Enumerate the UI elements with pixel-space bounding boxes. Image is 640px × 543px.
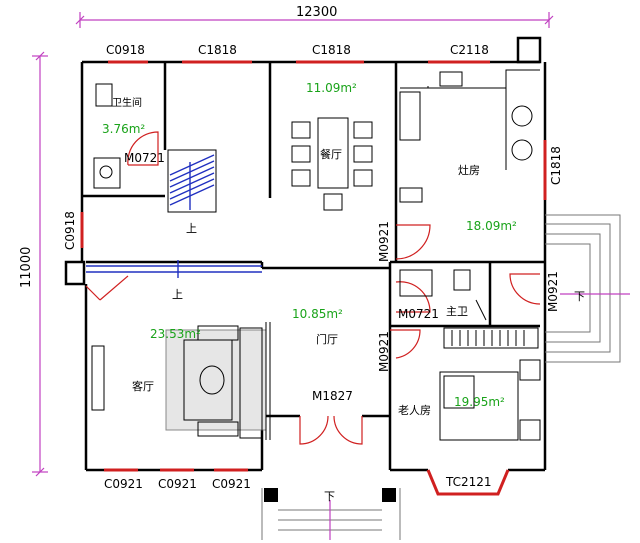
door-label-m0921-right: M0921 xyxy=(546,271,560,312)
room-name-living: 客厅 xyxy=(132,379,154,393)
stair-up-label-1: 上 xyxy=(186,222,197,235)
door-label-m0721-bath: M0721 xyxy=(124,151,165,165)
down-label-right: 下 xyxy=(574,290,585,303)
window-label-c1818-right: C1818 xyxy=(549,146,563,185)
room-name-bathroom: 卫生间 xyxy=(112,96,142,109)
door-label-m1827-entry: M1827 xyxy=(312,389,353,403)
room-area-elder-bedroom: 19.95m² xyxy=(454,395,505,409)
staircase xyxy=(86,149,262,278)
window-label-c0921-bottom-a: C0921 xyxy=(104,477,143,491)
room-area-kitchen: 18.09m² xyxy=(466,219,517,233)
room-name-hall: 门厅 xyxy=(316,332,338,346)
room-area-dining: 11.09m² xyxy=(306,81,357,95)
bedroom-furniture xyxy=(439,327,541,441)
windows xyxy=(80,60,547,496)
window-label-c0921-bottom-c: C0921 xyxy=(212,477,251,491)
room-area-living: 23.53m² xyxy=(150,327,201,341)
door-label-m0721-master: M0721 xyxy=(398,307,439,321)
door-label-m0921-bedroom: M0921 xyxy=(377,331,391,372)
room-area-bathroom: 3.76m² xyxy=(102,122,145,136)
room-name-dining: 餐厅 xyxy=(320,147,342,161)
window-label-c1818-top-a: C1818 xyxy=(198,43,237,57)
living-room-furniture xyxy=(91,322,271,440)
kitchen-counter xyxy=(399,69,540,203)
window-label-c1818-top-b: C1818 xyxy=(312,43,351,57)
window-label-c2118-top: C2118 xyxy=(450,43,489,57)
overall-depth-label: 11000 xyxy=(19,247,34,288)
window-label-tc2121: TC2121 xyxy=(445,475,492,489)
exterior-steps xyxy=(261,214,630,540)
overall-width-label: 12300 xyxy=(296,5,337,20)
bathroom-fixtures xyxy=(93,83,487,321)
down-label-bottom: 下 xyxy=(324,490,335,503)
interior-walls xyxy=(82,62,545,416)
dimension-lines xyxy=(32,12,554,477)
stair-up-label-2: 上 xyxy=(172,288,183,301)
room-name-elder-bedroom: 老人房 xyxy=(398,404,431,417)
window-label-c0921-bottom-b: C0921 xyxy=(158,477,197,491)
doors xyxy=(85,131,541,445)
room-name-master-bath: 主卫 xyxy=(446,305,468,318)
window-label-c0918-top: C0918 xyxy=(106,43,145,57)
window-label-c0918-left: C0918 xyxy=(63,211,77,250)
dining-table xyxy=(291,117,373,211)
room-name-kitchen: 灶房 xyxy=(458,164,480,177)
door-label-m0921-kitchen: M0921 xyxy=(377,221,391,262)
exterior-walls xyxy=(64,36,547,472)
room-area-hall: 10.85m² xyxy=(292,307,343,321)
